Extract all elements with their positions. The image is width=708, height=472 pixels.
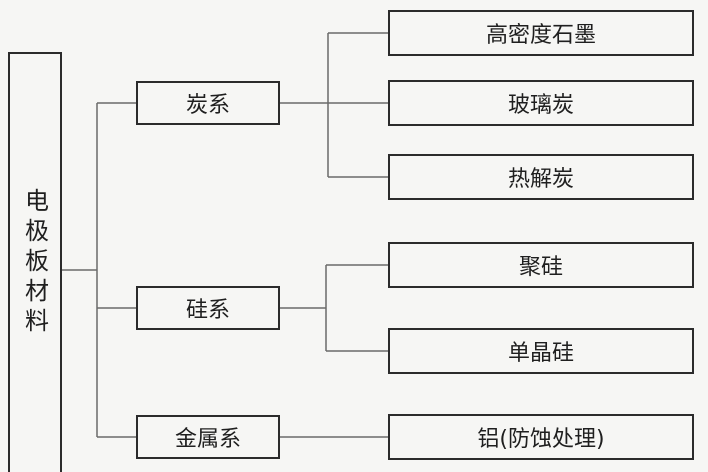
leaf-polysilicon: 聚硅	[388, 242, 694, 288]
leaf-aluminum: 铝(防蚀处理)	[388, 414, 694, 460]
leaf-monocrystalline-silicon: 单晶硅	[388, 328, 694, 374]
node-silicon-label: 硅系	[185, 298, 230, 323]
leaf-pyrolytic-carbon: 热解炭	[388, 154, 694, 200]
node-silicon: 硅系	[136, 286, 280, 330]
root-node: 电极板材料	[8, 52, 62, 472]
root-label: 电极板材料	[20, 188, 49, 338]
leaf-label: 热解炭	[507, 167, 574, 192]
leaf-label: 高密度石墨	[485, 23, 596, 48]
node-metal-label: 金属系	[174, 427, 241, 452]
leaf-label: 玻璃炭	[507, 93, 574, 118]
leaf-label: 单晶硅	[507, 341, 574, 366]
leaf-label: 铝(防蚀处理)	[477, 427, 605, 452]
leaf-glassy-carbon: 玻璃炭	[388, 80, 694, 126]
node-carbon: 炭系	[136, 81, 280, 125]
node-carbon-label: 炭系	[185, 93, 230, 118]
leaf-label: 聚硅	[518, 255, 563, 280]
leaf-high-density-graphite: 高密度石墨	[388, 10, 694, 56]
node-metal: 金属系	[136, 415, 280, 459]
